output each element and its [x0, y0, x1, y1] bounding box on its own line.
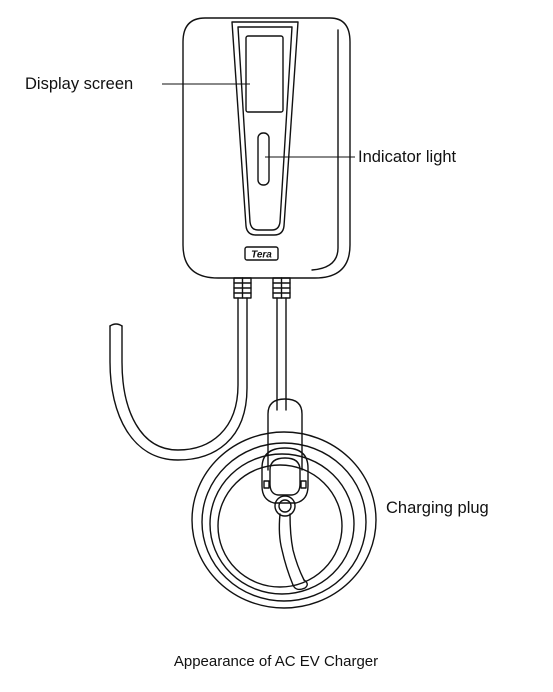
charger-housing: [182, 17, 351, 279]
label-indicator-light: Indicator light: [358, 148, 457, 166]
indicator-light: [257, 132, 270, 186]
front-panel: [231, 21, 299, 236]
cable-coil: [191, 431, 377, 609]
callout-indicator-light: Indicator light: [265, 148, 457, 166]
power-cable: [109, 297, 248, 461]
callout-charging-plug: Charging plug: [386, 499, 489, 517]
callout-display-screen: Display screen: [25, 75, 250, 93]
label-charging-plug: Charging plug: [386, 499, 489, 517]
figure-caption: Appearance of AC EV Charger: [174, 653, 378, 670]
display-screen: [245, 35, 284, 113]
brand-logo: Tera: [244, 246, 279, 261]
charging-plug: [261, 447, 309, 517]
label-display-screen: Display screen: [25, 75, 133, 93]
charging-cable: [276, 297, 287, 411]
cable-gland-left: [233, 277, 252, 299]
svg-text:Tera: Tera: [251, 250, 272, 261]
plug-holster-hook: [267, 398, 303, 471]
plug-cable: [278, 513, 308, 591]
cable-gland-right: [272, 277, 291, 299]
